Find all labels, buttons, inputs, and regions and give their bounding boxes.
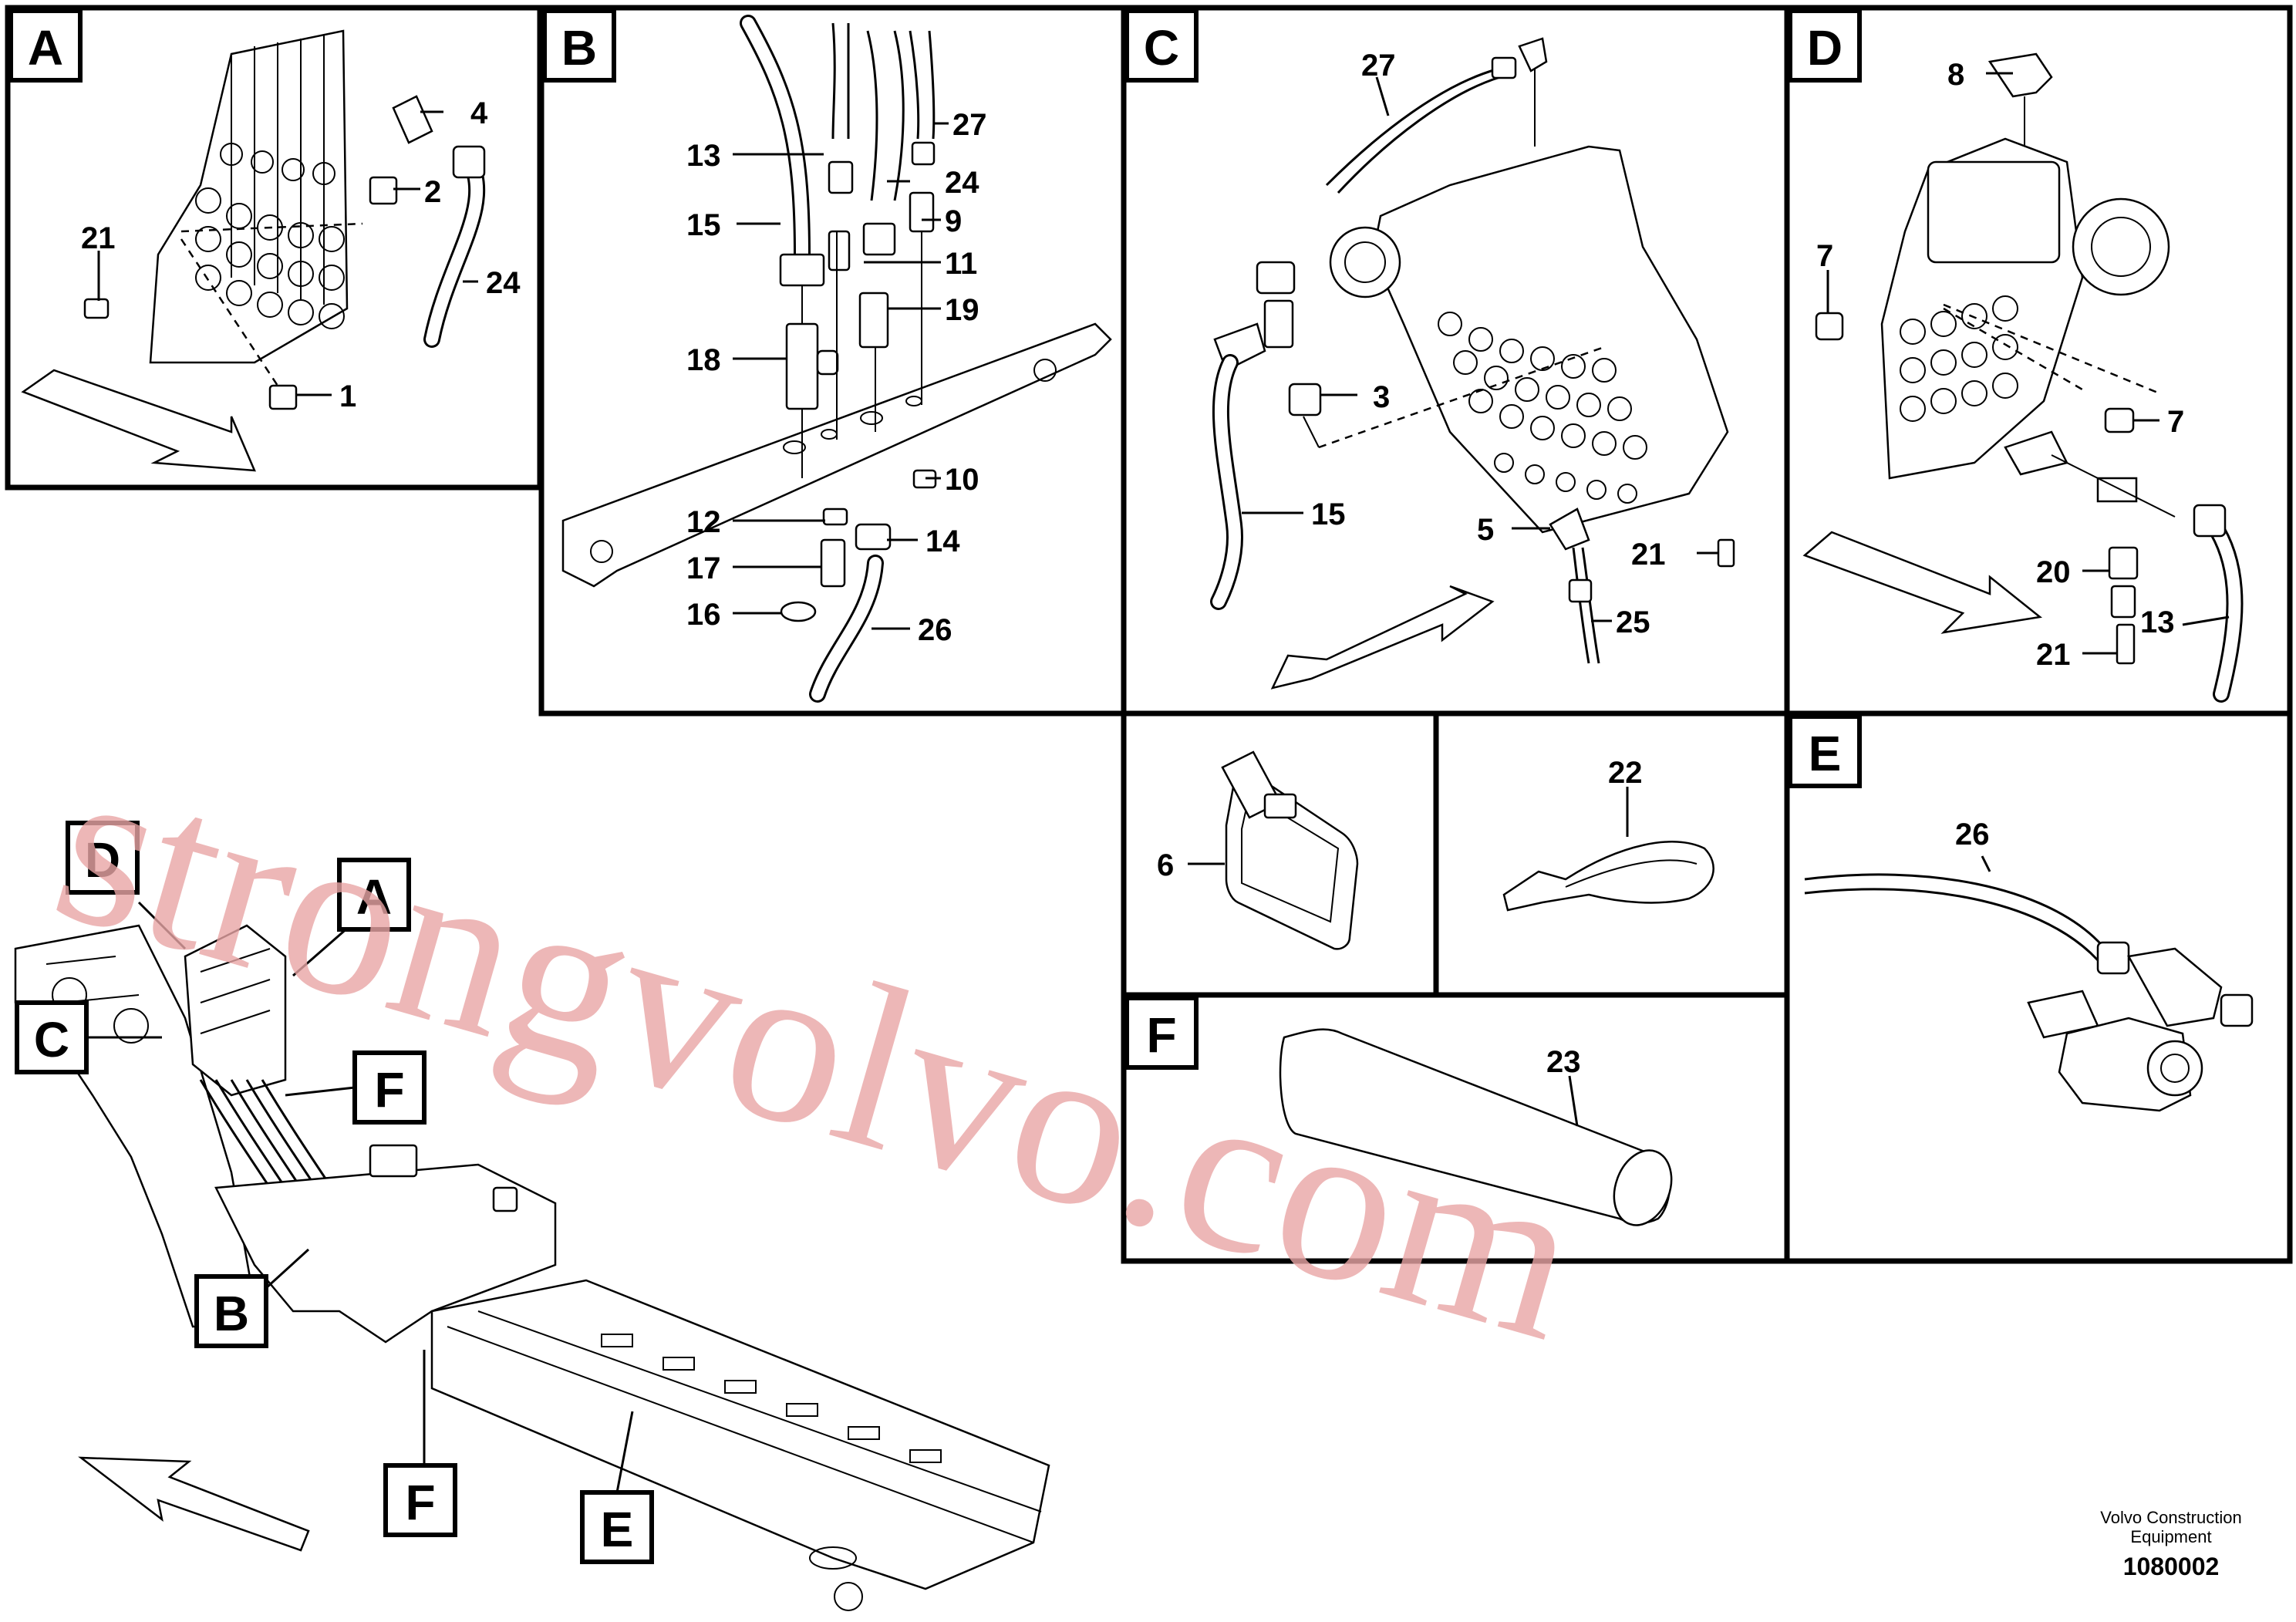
svg-text:E: E bbox=[1809, 726, 1842, 781]
callout-b-27: 27 bbox=[952, 108, 987, 142]
footer-company: Volvo Construction bbox=[2100, 1508, 2241, 1527]
drawing-number: 1080002 bbox=[2123, 1553, 2220, 1580]
panel-d-drawing bbox=[1802, 52, 2244, 703]
callout-b-15: 15 bbox=[686, 208, 721, 242]
svg-text:B: B bbox=[214, 1286, 249, 1341]
callout-d-7a: 7 bbox=[1816, 239, 1833, 273]
panel-label-c: C bbox=[1124, 8, 1199, 83]
callout-d-13: 13 bbox=[2140, 605, 2175, 639]
callout-22: 22 bbox=[1608, 756, 1643, 790]
callout-b-24: 24 bbox=[945, 166, 979, 200]
overview-label-a: A bbox=[337, 858, 411, 932]
callout-a-4: 4 bbox=[470, 96, 488, 130]
svg-text:D: D bbox=[85, 832, 120, 888]
panel-c-drawing bbox=[1210, 37, 1735, 690]
callout-c-25: 25 bbox=[1616, 605, 1650, 639]
panel-e-frame bbox=[1784, 710, 2293, 1264]
footer-company-line2: Equipment bbox=[2130, 1527, 2211, 1546]
panel-label-b: B bbox=[542, 8, 616, 83]
panel-label-f: F bbox=[1124, 996, 1199, 1070]
panel-6-drawing bbox=[1188, 750, 1359, 950]
svg-text:F: F bbox=[405, 1475, 435, 1530]
callout-b-9: 9 bbox=[945, 204, 962, 238]
panel-e-drawing bbox=[1804, 855, 2254, 1112]
panel-22-drawing bbox=[1502, 787, 1714, 912]
callout-c-15: 15 bbox=[1311, 497, 1346, 531]
panel-label-e: E bbox=[1788, 714, 1862, 788]
callout-d-7b: 7 bbox=[2167, 405, 2184, 439]
panel-b-drawing bbox=[561, 15, 1112, 703]
callout-6: 6 bbox=[1157, 848, 1174, 882]
svg-text:C: C bbox=[34, 1012, 69, 1067]
callout-a-21: 21 bbox=[81, 221, 116, 255]
panel-label-a: A bbox=[8, 8, 83, 83]
panel-f-drawing bbox=[1279, 1028, 1673, 1226]
callout-b-11: 11 bbox=[945, 247, 977, 281]
callout-b-13: 13 bbox=[686, 139, 721, 173]
callout-b-14: 14 bbox=[925, 524, 960, 558]
callout-a-1: 1 bbox=[339, 379, 356, 413]
callout-a-24: 24 bbox=[486, 266, 521, 300]
callout-a-2: 2 bbox=[424, 175, 441, 209]
callout-b-12: 12 bbox=[686, 505, 721, 539]
callout-d-21: 21 bbox=[2036, 638, 2071, 672]
callout-c-5: 5 bbox=[1477, 513, 1494, 547]
svg-text:F: F bbox=[1146, 1007, 1176, 1063]
overview-label-b: B bbox=[194, 1274, 268, 1348]
svg-text:A: A bbox=[28, 20, 63, 76]
overview-label-e: E bbox=[580, 1490, 654, 1564]
svg-text:D: D bbox=[1807, 20, 1843, 76]
callout-c-3: 3 bbox=[1373, 380, 1390, 414]
callout-c-27: 27 bbox=[1361, 49, 1396, 83]
callout-b-18: 18 bbox=[686, 343, 721, 377]
svg-text:E: E bbox=[601, 1502, 634, 1557]
panel-a-drawing bbox=[21, 29, 486, 472]
callout-b-10: 10 bbox=[945, 463, 979, 497]
svg-text:F: F bbox=[374, 1062, 404, 1118]
callout-d-8: 8 bbox=[1947, 58, 1964, 92]
panel-label-d: D bbox=[1788, 8, 1862, 83]
callout-23: 23 bbox=[1546, 1045, 1581, 1079]
svg-text:C: C bbox=[1144, 20, 1179, 76]
overview-label-d: D bbox=[66, 821, 140, 895]
panel-f-frame bbox=[1121, 992, 1790, 1264]
callout-d-20: 20 bbox=[2036, 555, 2071, 589]
overview-label-f-upper: F bbox=[352, 1050, 426, 1125]
callout-b-26: 26 bbox=[918, 613, 952, 647]
overview-label-c: C bbox=[15, 1000, 89, 1074]
svg-text:A: A bbox=[356, 869, 392, 925]
callout-b-19: 19 bbox=[945, 293, 979, 327]
overview-label-f-lower: F bbox=[383, 1463, 457, 1537]
callout-b-17: 17 bbox=[686, 551, 721, 585]
callout-b-16: 16 bbox=[686, 598, 721, 632]
callout-c-21: 21 bbox=[1631, 538, 1666, 572]
callout-e-26: 26 bbox=[1955, 818, 1990, 851]
svg-text:B: B bbox=[561, 20, 597, 76]
